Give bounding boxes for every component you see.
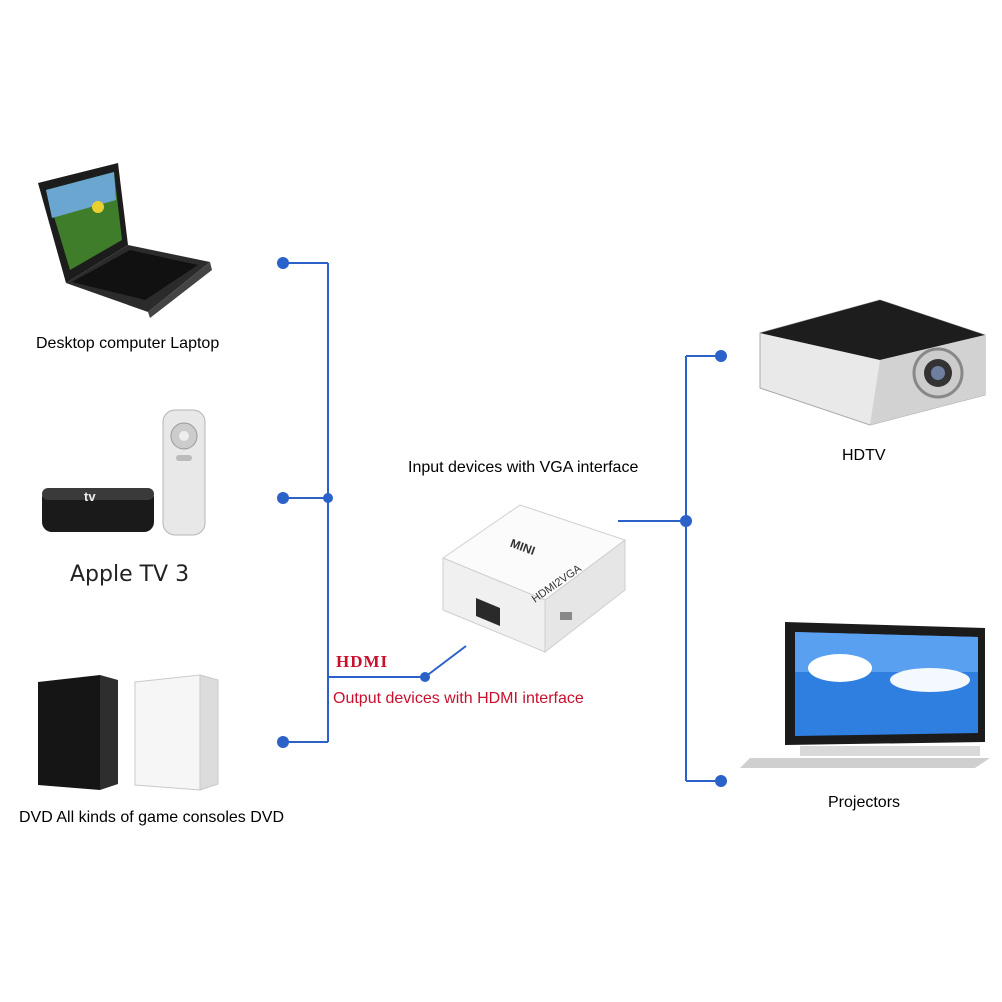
node-projector — [715, 350, 727, 362]
appletv-label: Apple TV 3 — [70, 562, 190, 587]
hdtv-label: HDTV — [842, 447, 886, 464]
hdmi-port — [476, 598, 500, 626]
node-appletv — [277, 492, 289, 504]
projectors-label: Projectors — [828, 794, 901, 811]
console-label: DVD All kinds of game consoles DVD — [19, 809, 284, 826]
hdmi-tag: HDMI — [336, 652, 389, 671]
input-devices-label: Input devices with VGA interface — [408, 459, 639, 476]
node-console — [277, 736, 289, 748]
node-hdtv — [715, 775, 727, 787]
appletv-logo: tv — [84, 489, 96, 504]
laptop-label: Desktop computer Laptop — [36, 335, 220, 352]
node-laptop — [277, 257, 289, 269]
node-left-mid — [323, 493, 333, 503]
output-devices-label: Output devices with HDMI interface — [333, 690, 584, 707]
line-adapter-in — [424, 645, 467, 678]
node-right-mid — [680, 515, 692, 527]
node-hdmi — [420, 672, 430, 682]
usb-port — [560, 612, 572, 620]
